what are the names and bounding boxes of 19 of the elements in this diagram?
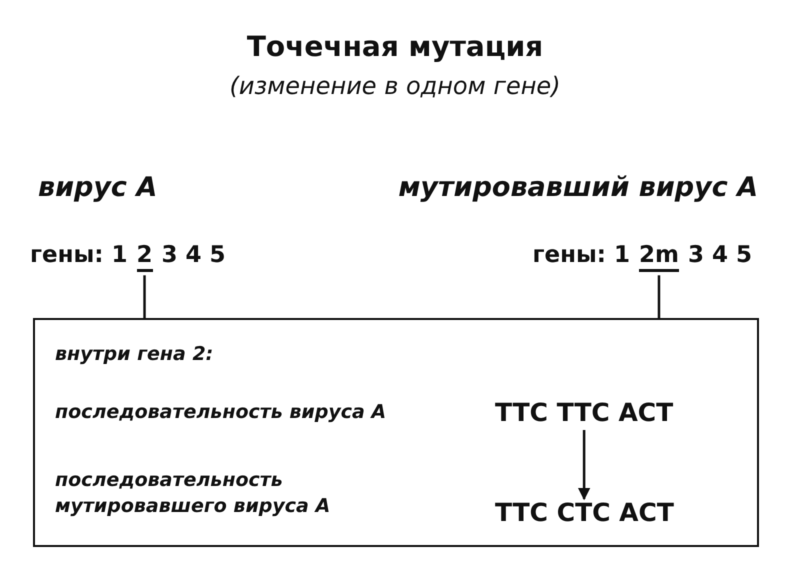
- gene-list-text: гены: 1: [532, 243, 630, 270]
- connector-line: [143, 275, 146, 319]
- underlined-gene: 2: [136, 243, 153, 272]
- underlined-gene: 2m: [638, 243, 679, 272]
- dna-sequence: TTC TTC ACT: [495, 398, 674, 427]
- gene-list-text: гены: 1: [30, 243, 128, 270]
- title: Точечная мутация: [246, 30, 544, 63]
- sequence-label: последовательность мутировавшего вируса А: [55, 468, 332, 519]
- section-heading: внутри гена 2:: [55, 342, 214, 367]
- virus-heading: вирус А: [38, 172, 158, 203]
- sequence-label: последовательность вируса А: [55, 400, 386, 425]
- gene-detail-box: [33, 318, 759, 547]
- subtitle: (изменение в одном гене): [228, 72, 562, 100]
- connector-line: [658, 275, 660, 319]
- gene-list-text: 3 4 5: [688, 243, 752, 270]
- virus-heading: мутировавший вирус А: [398, 172, 758, 203]
- dna-sequence: TTC CTC ACT: [495, 498, 674, 527]
- gene-list-text: 3 4 5: [162, 243, 226, 270]
- arrow: [578, 430, 590, 500]
